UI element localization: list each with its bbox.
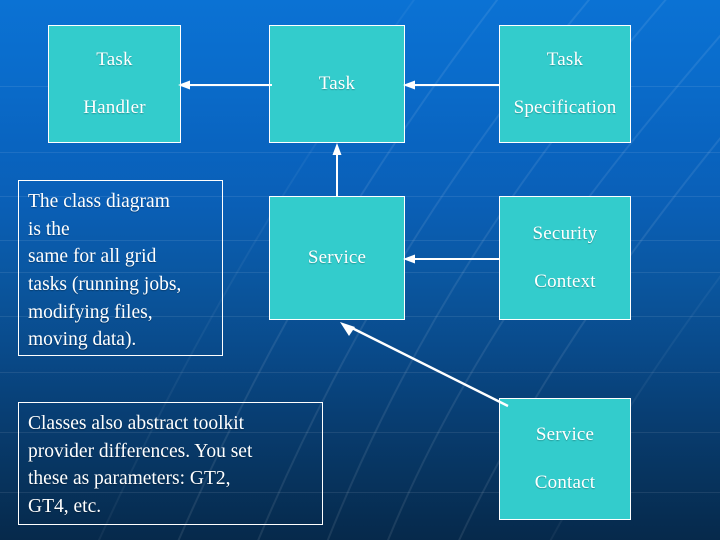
arrow-service-contact-to-service: [340, 322, 509, 408]
callout-toolkit-line-2: provider differences. You set: [28, 440, 253, 462]
callout-toolkit[interactable]: Classes also abstract toolkit provider d…: [18, 402, 323, 525]
box-task[interactable]: Task: [269, 25, 405, 143]
box-service-label: Service: [307, 246, 367, 268]
box-service[interactable]: Service: [269, 196, 405, 320]
callout-toolkit-line-3: these as parameters: GT2,: [28, 468, 231, 490]
callout-class-diagram-line-2: is the: [28, 218, 70, 240]
box-task-handler-line1: Task: [96, 48, 133, 70]
arrow-task-specification-to-task: [403, 80, 499, 90]
box-service-contact-line2: Contact: [534, 472, 596, 494]
box-task-label: Task: [318, 72, 356, 94]
callout-toolkit-line-4: GT4, etc.: [28, 496, 102, 518]
box-security-context-line2: Context: [534, 271, 596, 293]
callout-class-diagram[interactable]: The class diagram is the same for all gr…: [18, 180, 223, 356]
callout-class-diagram-line-5: modifying files,: [28, 301, 153, 323]
box-task-specification-line2: Specification: [513, 97, 617, 119]
callout-toolkit-line-1: Classes also abstract toolkit: [28, 413, 245, 434]
arrow-security-context-to-service: [403, 254, 499, 264]
callout-class-diagram-line-3: same for all grid: [28, 246, 157, 268]
box-task-specification-line1: Task: [546, 48, 584, 70]
box-service-contact-line1: Service: [535, 423, 595, 445]
box-task-handler-line2: Handler: [83, 97, 146, 119]
box-security-context-line1: Security: [532, 222, 598, 244]
callout-class-diagram-line-6: moving data).: [28, 329, 137, 351]
arrow-task-to-task-handler: [178, 80, 272, 90]
callout-class-diagram-line-4: tasks (running jobs,: [28, 274, 182, 296]
arrow-service-to-task: [332, 143, 342, 196]
callout-class-diagram-line-1: The class diagram: [28, 191, 170, 212]
